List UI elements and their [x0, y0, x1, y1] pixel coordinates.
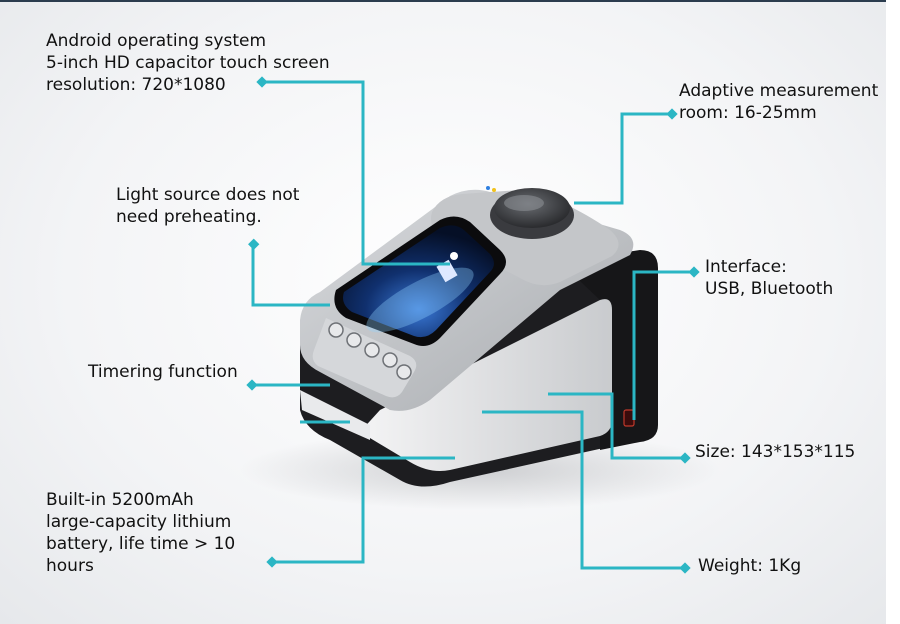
- screen-earth-glow: [366, 267, 474, 333]
- leader-weight: [482, 410, 685, 570]
- leader-adaptive: [574, 112, 672, 205]
- button-1[interactable]: [328, 322, 344, 338]
- callout-android: Android operating system 5-inch HD capac…: [46, 31, 330, 95]
- callout-light-source: Light source does not need preheating.: [116, 185, 300, 227]
- leader-light: [251, 245, 330, 307]
- right-margin: [886, 0, 900, 624]
- callout-interface: Interface: USB, Bluetooth: [705, 257, 834, 299]
- callout-adaptive-room: Adaptive measurement room: 16-25mm: [679, 81, 879, 123]
- status-dot-yellow: [492, 188, 496, 192]
- button-3[interactable]: [364, 342, 380, 358]
- device-side-panel: [360, 299, 612, 471]
- cuvette-lid-shine: [504, 195, 544, 211]
- button-5[interactable]: [396, 364, 412, 380]
- leader-interface: [632, 270, 694, 420]
- callout-battery: Built-in 5200mAh large-capacity lithium …: [46, 490, 236, 576]
- button-strip: [312, 318, 417, 398]
- callout-weight: Weight: 1Kg: [698, 556, 802, 576]
- top-border: [0, 0, 900, 2]
- leader-battery: [272, 456, 455, 564]
- device-front-skirt: [300, 390, 370, 440]
- callout-timer: Timering function: [88, 362, 238, 382]
- leader-size: [548, 392, 685, 460]
- button-4[interactable]: [382, 352, 398, 368]
- leader-android: [262, 80, 450, 266]
- status-dot-blue: [486, 186, 490, 190]
- leader-lines: [251, 80, 694, 570]
- screen-logo: [450, 252, 458, 260]
- callout-size: Size: 143*153*115: [695, 442, 856, 462]
- button-2[interactable]: [346, 332, 362, 348]
